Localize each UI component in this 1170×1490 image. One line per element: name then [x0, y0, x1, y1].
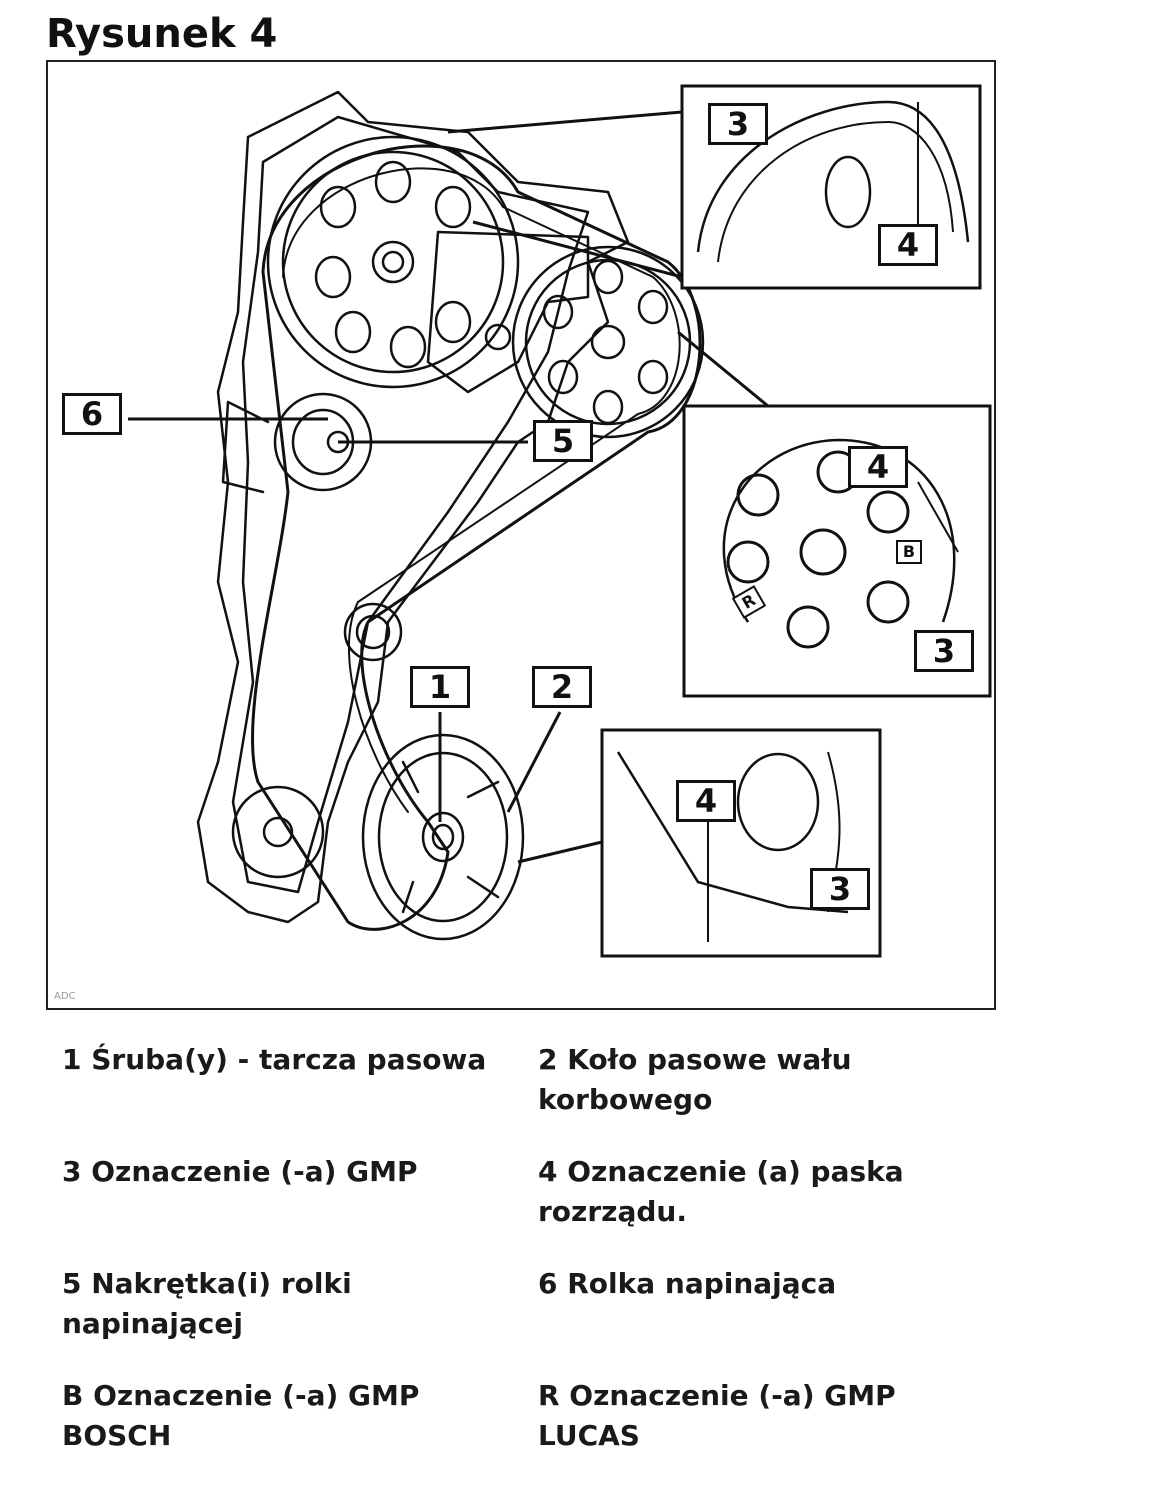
callout-3-mid: 3 — [914, 630, 974, 672]
water-pump — [343, 602, 403, 662]
legend-item-2: 2 Koło pasowe wału korbowego — [538, 1043, 852, 1116]
mark-b-label: B — [896, 540, 922, 564]
figure-title: Rysunek 4 — [46, 11, 278, 57]
crankshaft-pulley — [361, 733, 525, 941]
callout-1: 1 — [410, 666, 470, 708]
callout-4-top: 4 — [878, 224, 938, 266]
watermark-label: ADC — [54, 991, 76, 1002]
callout-2: 2 — [532, 666, 592, 708]
legend-item-b: B Oznaczenie (-a) GMP BOSCH — [62, 1379, 420, 1452]
legend-item-r: R Oznaczenie (-a) GMP LUCAS — [538, 1379, 896, 1452]
callout-4-mid: 4 — [848, 446, 908, 488]
legend-item-1: 1 Śruba(y) - tarcza pasowa — [62, 1043, 487, 1076]
engine-cover-inner — [231, 115, 590, 894]
legend-item-6: 6 Rolka napinająca — [538, 1267, 837, 1300]
legend-item-4: 4 Oznaczenie (a) paska rozrządu. — [538, 1155, 904, 1228]
inset-crank-mark — [600, 728, 882, 958]
callout-5: 5 — [533, 420, 593, 462]
legend-item-3: 3 Oznaczenie (-a) GMP — [62, 1155, 418, 1188]
idler-roller — [231, 785, 325, 879]
callout-3-top: 3 — [708, 103, 768, 145]
camshaft-pulley — [266, 135, 520, 389]
diagram-frame: ADC — [46, 60, 996, 1010]
callout-4-bot: 4 — [676, 780, 736, 822]
timing-belt — [251, 144, 702, 931]
callout-3-bot: 3 — [810, 868, 870, 910]
callout-6: 6 — [62, 393, 122, 435]
engine-cover-outline — [196, 90, 630, 924]
leader-lines — [128, 110, 769, 864]
legend-item-5: 5 Nakrętka(i) rolki napinającej — [62, 1267, 352, 1340]
